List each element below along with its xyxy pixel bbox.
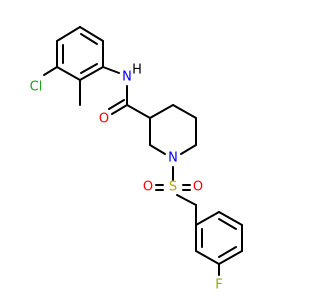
chloromethylphenyl-ring — [56, 26, 104, 81]
sulfonyl-oxygen-right-atom: O — [193, 180, 203, 195]
chlorine-atom: Cl — [30, 80, 43, 95]
s-ch2-bond — [176, 194, 197, 206]
amide-oxygen-atom: O — [99, 112, 109, 127]
fluorine-atom: F — [215, 278, 222, 293]
amide-nitrogen-atom: N — [122, 70, 132, 85]
carbonyl-double-bond-b — [108, 99, 125, 110]
amide-hydrogen-atom: H — [132, 63, 142, 78]
molecule-structure: Cl N H O N S O O F — [30, 26, 243, 293]
sulfur-atom: S — [169, 180, 177, 195]
carbonyl-double-bond-a — [111, 104, 128, 115]
fluorophenyl-ring — [195, 211, 243, 265]
piperidine-nitrogen-atom: N — [168, 151, 178, 166]
carbonyl-ring-bond — [126, 104, 151, 119]
piperidine-ring — [149, 104, 197, 155]
aryl-n-bond — [102, 66, 120, 74]
c-cl-bond — [43, 66, 58, 76]
sulfonyl-oxygen-left-atom: O — [143, 180, 153, 195]
